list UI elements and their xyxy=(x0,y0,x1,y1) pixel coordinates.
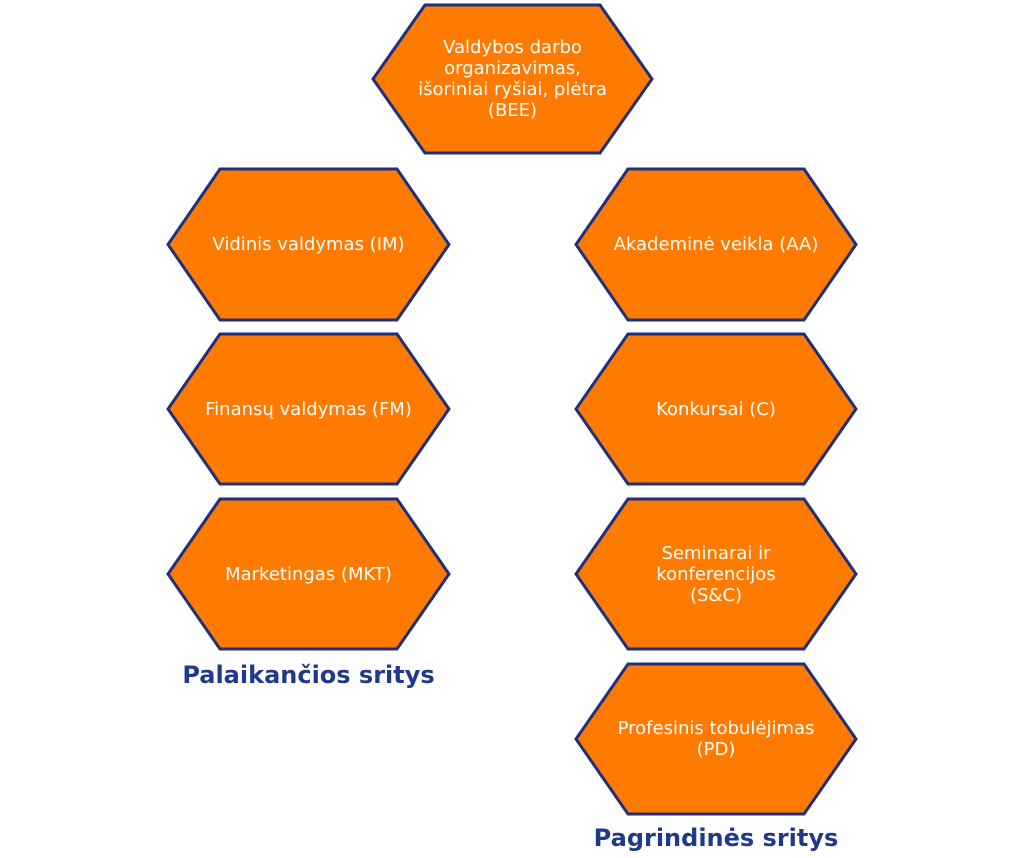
hex-node-marketing: Marketingas (MKT) xyxy=(166,497,451,651)
hexagon-polygon xyxy=(574,332,858,486)
hex-node-label: Profesinis tobulėjimas (PD) xyxy=(617,718,815,760)
hexagon-shape xyxy=(574,662,858,816)
hexagon-shape xyxy=(574,332,858,486)
hex-node-label: Akademinė veikla (AA) xyxy=(613,234,819,255)
hex-node-professional-development: Profesinis tobulėjimas (PD) xyxy=(574,662,858,816)
hexagon-polygon xyxy=(166,332,451,486)
hex-node-label: Marketingas (MKT) xyxy=(225,563,392,585)
hex-node-internal-management: Vidinis valdymas (IM) xyxy=(166,167,451,322)
hex-node-label: Vidinis valdymas (IM) xyxy=(212,234,405,255)
group-label-support: Palaikančios sritys xyxy=(182,661,435,689)
hexagon-shape xyxy=(371,3,654,155)
hex-node-label: Valdybos darbo organizavimas, išoriniai … xyxy=(418,37,607,121)
hexagon-shape xyxy=(574,167,858,322)
hexagon-polygon xyxy=(166,497,451,651)
hex-node-label: Seminarai ir konferencijos (S&C) xyxy=(656,542,776,606)
hexagon-shape xyxy=(166,167,451,322)
hex-node-financial-management: Finansų valdymas (FM) xyxy=(166,332,451,486)
hexagon-polygon xyxy=(166,167,451,322)
hex-node-label: Konkursai (C) xyxy=(656,398,776,420)
hex-node-board: Valdybos darbo organizavimas, išoriniai … xyxy=(371,3,654,155)
hexagon-shape xyxy=(166,497,451,651)
hex-node-competitions: Konkursai (C) xyxy=(574,332,858,486)
hexagon-polygon xyxy=(574,167,858,322)
hex-node-seminars-conferences: Seminarai ir konferencijos (S&C) xyxy=(574,497,858,651)
group-label-core: Pagrindinės sritys xyxy=(593,824,839,852)
hexagon-polygon xyxy=(574,497,858,651)
hexagon-polygon xyxy=(371,3,654,155)
hex-node-academic-activities: Akademinė veikla (AA) xyxy=(574,167,858,322)
hex-node-label: Finansų valdymas (FM) xyxy=(205,398,412,420)
hexagon-polygon xyxy=(574,662,858,816)
hexagon-shape xyxy=(166,332,451,486)
hexagon-shape xyxy=(574,497,858,651)
